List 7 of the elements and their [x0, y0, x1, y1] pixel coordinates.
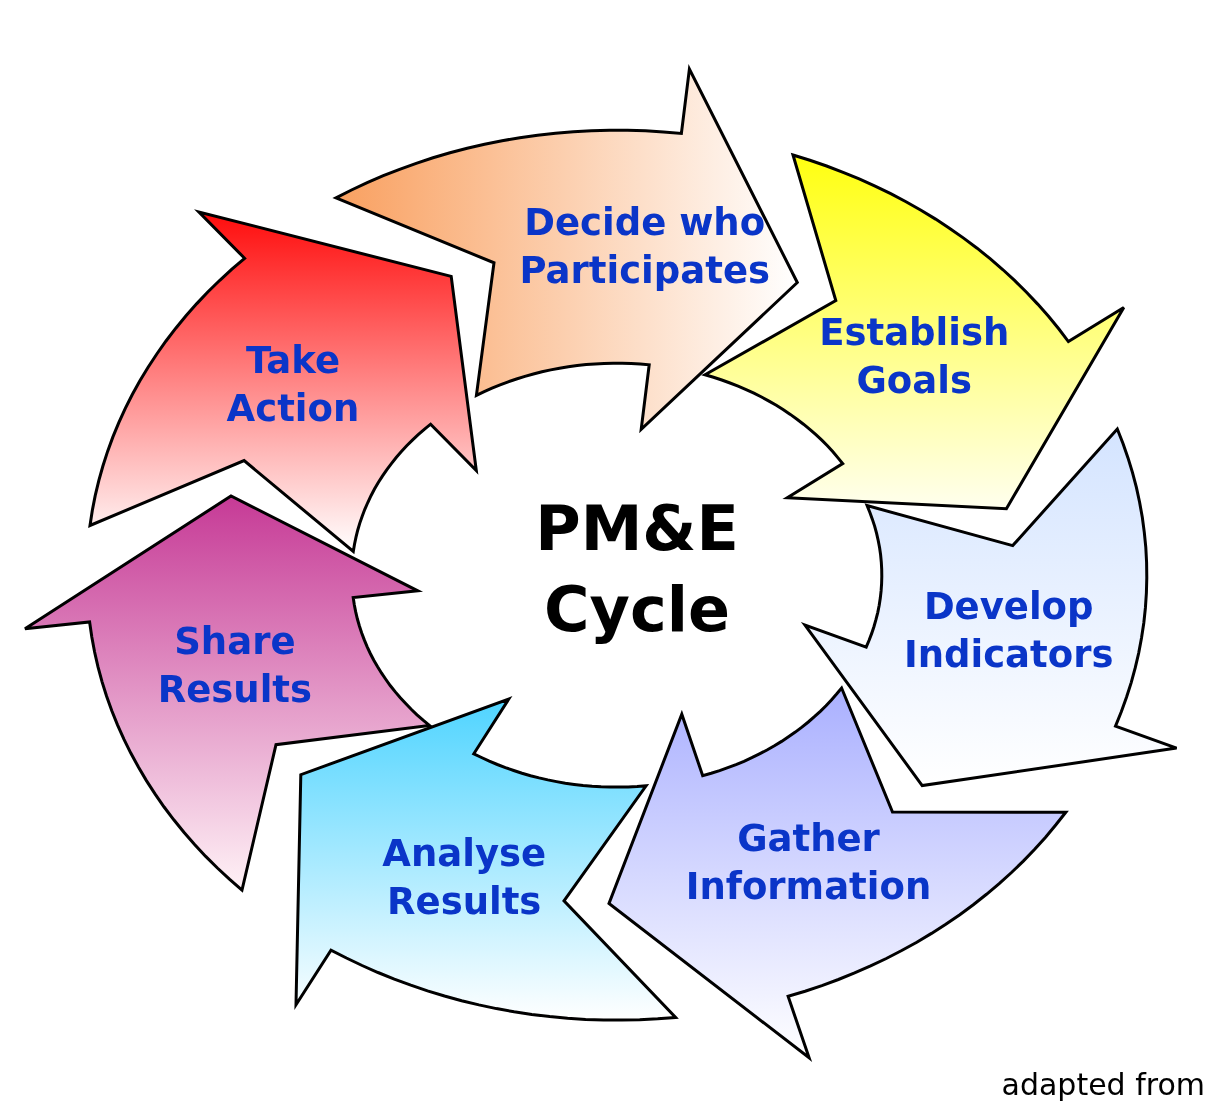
step-label: Take Action — [225, 337, 361, 432]
step-label: Establish Goals — [818, 309, 1011, 404]
center-title: PM&E Cycle — [534, 491, 740, 648]
source-note: adapted from — [1001, 1067, 1205, 1102]
step-label: Analyse Results — [381, 831, 548, 926]
step-label: Share Results — [156, 618, 314, 713]
curved-step-shape — [90, 211, 477, 552]
